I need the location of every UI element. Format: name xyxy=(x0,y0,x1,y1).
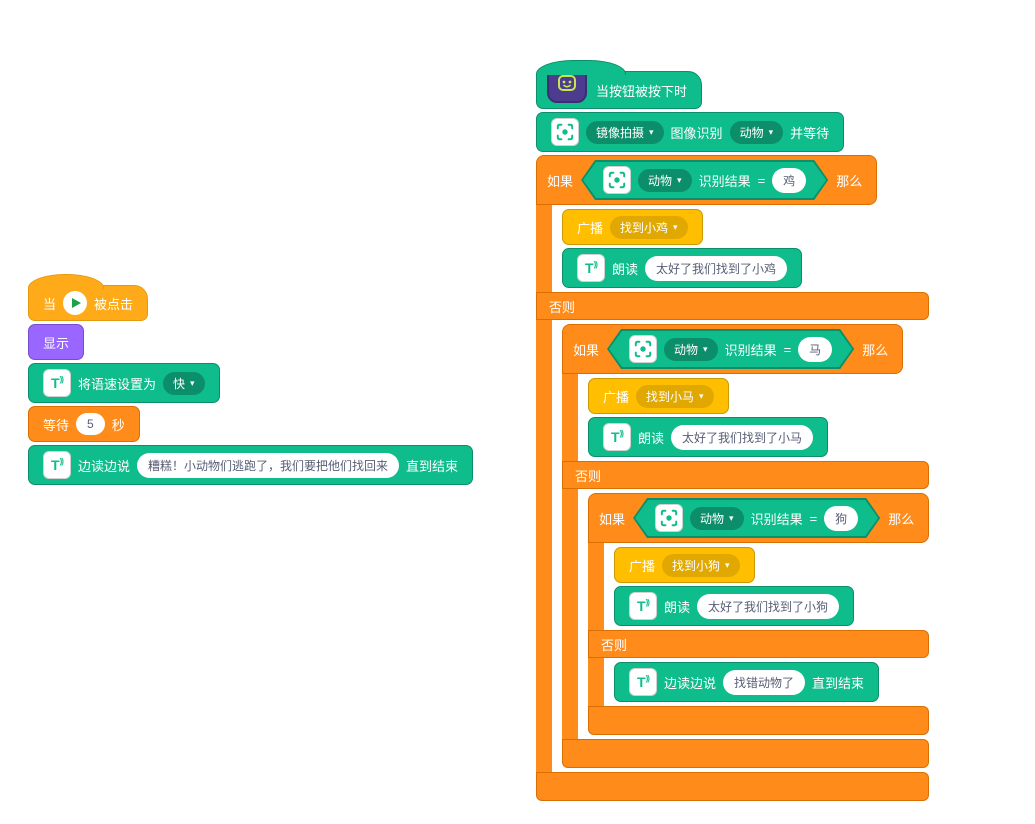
if-label: 如果 xyxy=(599,511,626,527)
clicked-label: 被点击 xyxy=(94,296,134,312)
until-done-label: 直到结束 xyxy=(812,675,865,691)
if-end-bar xyxy=(588,706,930,735)
when-label: 当 xyxy=(43,296,57,312)
read-aloud-block[interactable]: 朗读 太好了我们找到了小狗 xyxy=(614,586,855,626)
text-to-speech-icon xyxy=(43,451,71,479)
then-label: 那么 xyxy=(888,511,915,527)
text-to-speech-icon xyxy=(577,254,605,282)
image-recognition-icon xyxy=(603,166,631,194)
when-flag-clicked-hat[interactable]: 当 被点击 xyxy=(28,274,149,321)
image-capture-block[interactable]: 镜像拍摄 图像识别 动物 并等待 xyxy=(536,112,845,152)
if-else-block-chicken: 如果 动物 识别结果 = 鸡 那么 广播 找到小鸡 xyxy=(536,155,930,801)
recognition-result-label: 识别结果 xyxy=(698,173,751,189)
broadcast-block[interactable]: 广播 找到小马 xyxy=(588,378,729,414)
text-to-speech-icon xyxy=(43,369,71,397)
if-branch-body: 广播 找到小马 朗读 太好了我们找到了小马 xyxy=(562,374,829,461)
compare-value-input[interactable]: 马 xyxy=(798,337,832,362)
show-label: 显示 xyxy=(43,335,70,351)
equals-operator: = xyxy=(809,510,818,526)
else-bar: 否则 xyxy=(536,292,930,320)
broadcast-label: 广播 xyxy=(603,389,630,405)
broadcast-message-dropdown[interactable]: 找到小狗 xyxy=(662,553,740,577)
speak-until-done-block[interactable]: 边读边说 糟糕！小动物们逃跑了，我们要把他们找回来 直到结束 xyxy=(28,445,474,485)
wait-block[interactable]: 等待 5 秒 xyxy=(28,406,140,442)
then-label: 那么 xyxy=(836,173,863,189)
speak-while-reading-label: 边读边说 xyxy=(78,458,131,474)
if-else-block-horse: 如果 动物 识别结果 = 马 xyxy=(562,324,930,768)
show-block[interactable]: 显示 xyxy=(28,324,85,360)
read-aloud-text-input[interactable]: 太好了我们找到了小马 xyxy=(671,424,814,450)
speak-text-input[interactable]: 糟糕！小动物们逃跑了，我们要把他们找回来 xyxy=(137,452,400,478)
equals-condition[interactable]: 动物 识别结果 = 马 xyxy=(607,329,854,369)
speak-until-done-block[interactable]: 边读边说 找错动物了 直到结束 xyxy=(614,662,880,702)
broadcast-message-dropdown[interactable]: 找到小马 xyxy=(636,384,714,408)
if-end-bar xyxy=(536,772,930,801)
if-label: 如果 xyxy=(547,173,574,189)
if-branch-body: 广播 找到小狗 朗读 太好了我们找到了小狗 xyxy=(588,543,855,630)
image-recognition-icon xyxy=(551,118,579,146)
read-aloud-block[interactable]: 朗读 太好了我们找到了小马 xyxy=(588,417,829,457)
play-icon xyxy=(63,291,88,315)
capture-mode-dropdown[interactable]: 镜像拍摄 xyxy=(586,120,664,144)
button-module-icon xyxy=(547,63,587,103)
if-header[interactable]: 如果 动物 识别结果 xyxy=(588,493,930,543)
wait-label: 等待 xyxy=(43,417,70,433)
equals-condition[interactable]: 动物 识别结果 = 鸡 xyxy=(581,160,828,200)
recognition-result-label: 识别结果 xyxy=(750,511,803,527)
compare-value-input[interactable]: 鸡 xyxy=(772,168,806,193)
broadcast-message-dropdown[interactable]: 找到小鸡 xyxy=(610,215,688,239)
and-wait-label: 并等待 xyxy=(790,125,830,141)
else-branch-body: 边读边说 找错动物了 直到结束 xyxy=(588,658,880,706)
image-recognition-label: 图像识别 xyxy=(670,125,723,141)
broadcast-label: 广播 xyxy=(629,558,656,574)
set-speech-rate-block[interactable]: 将语速设置为 快 xyxy=(28,363,220,403)
read-aloud-text-input[interactable]: 太好了我们找到了小鸡 xyxy=(645,255,788,281)
if-header[interactable]: 如果 动物 识别结果 = 鸡 那么 xyxy=(536,155,878,205)
text-to-speech-icon xyxy=(629,668,657,696)
equals-operator: = xyxy=(783,341,792,357)
set-speech-rate-label: 将语速设置为 xyxy=(78,376,157,392)
read-aloud-block[interactable]: 朗读 太好了我们找到了小鸡 xyxy=(562,248,803,288)
speak-text-input[interactable]: 找错动物了 xyxy=(723,669,806,695)
until-done-label: 直到结束 xyxy=(406,458,459,474)
broadcast-label: 广播 xyxy=(577,220,604,236)
image-recognition-icon xyxy=(655,504,683,532)
else-bar: 否则 xyxy=(562,461,930,489)
then-label: 那么 xyxy=(862,342,889,358)
recognition-category-dropdown[interactable]: 动物 xyxy=(690,507,744,530)
when-button-pressed-hat[interactable]: 当按钮被按下时 xyxy=(536,60,703,109)
right-script: 当按钮被按下时 镜像拍摄 图像识别 动物 并等待 如果 xyxy=(536,58,930,801)
equals-operator: = xyxy=(757,172,766,188)
equals-condition[interactable]: 动物 识别结果 = 狗 xyxy=(633,498,880,538)
if-header[interactable]: 如果 动物 识别结果 = 马 xyxy=(562,324,904,374)
else-bar: 否则 xyxy=(588,630,930,658)
speech-rate-dropdown[interactable]: 快 xyxy=(163,371,205,395)
recognition-category-dropdown[interactable]: 动物 xyxy=(664,338,718,361)
else-branch-body: 如果 动物 识别结果 = 马 xyxy=(536,320,930,772)
speak-while-reading-label: 边读边说 xyxy=(664,675,717,691)
recognition-category-dropdown[interactable]: 动物 xyxy=(638,169,692,192)
compare-value-input[interactable]: 狗 xyxy=(824,506,858,531)
broadcast-block[interactable]: 广播 找到小鸡 xyxy=(562,209,703,245)
text-to-speech-icon xyxy=(629,592,657,620)
text-to-speech-icon xyxy=(603,423,631,451)
broadcast-block[interactable]: 广播 找到小狗 xyxy=(614,547,755,583)
when-button-pressed-label: 当按钮被按下时 xyxy=(596,83,688,99)
if-branch-body: 广播 找到小鸡 朗读 太好了我们找到了小鸡 xyxy=(536,205,803,292)
if-label: 如果 xyxy=(573,342,600,358)
recognition-category-dropdown[interactable]: 动物 xyxy=(729,120,784,144)
read-aloud-label: 朗读 xyxy=(664,599,691,615)
if-else-block-dog: 如果 动物 识别结果 xyxy=(588,493,930,735)
else-branch-body: 如果 动物 识别结果 xyxy=(562,489,930,739)
read-aloud-text-input[interactable]: 太好了我们找到了小狗 xyxy=(697,593,840,619)
read-aloud-label: 朗读 xyxy=(638,430,665,446)
recognition-result-label: 识别结果 xyxy=(724,342,777,358)
wait-seconds-input[interactable]: 5 xyxy=(76,413,105,435)
image-recognition-icon xyxy=(629,335,657,363)
seconds-label: 秒 xyxy=(111,417,125,433)
read-aloud-label: 朗读 xyxy=(612,261,639,277)
left-script: 当 被点击 显示 将语速设置为 快 等待 5 秒 边读边说 糟糕！小动物们逃跑了… xyxy=(28,272,474,485)
if-end-bar xyxy=(562,739,930,768)
